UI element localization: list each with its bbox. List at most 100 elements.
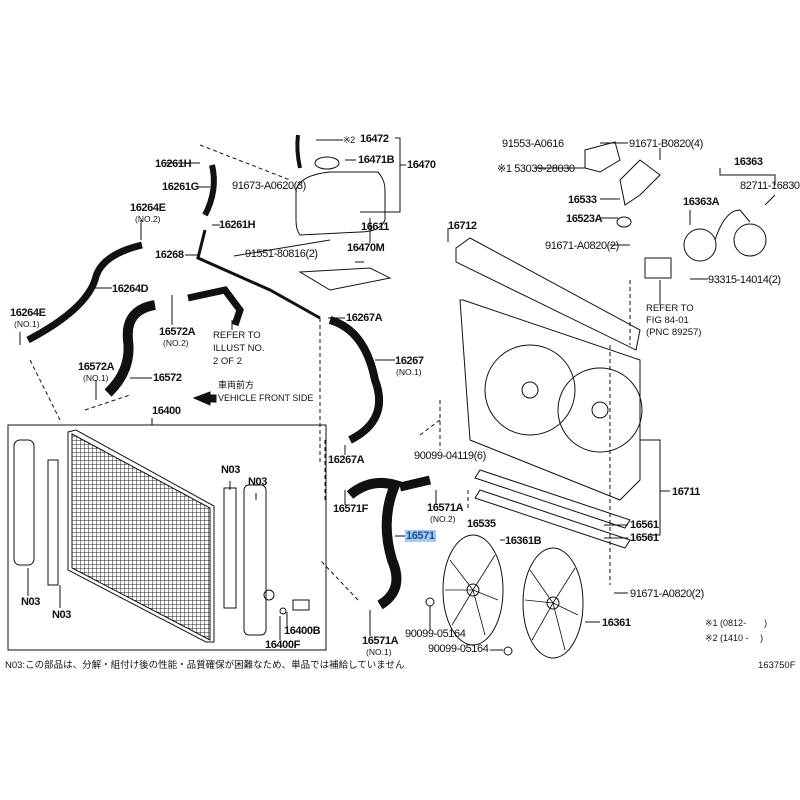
legend-note-1: ※1 (0812- ) [705,618,768,628]
part-label-16572A-no2[interactable]: 16572A [159,326,196,338]
part-label-16261H[interactable]: 16261H [155,158,192,170]
part-sublabel: (NO.1) [396,367,422,377]
part-label-16571A-no1[interactable]: 16571A [362,635,399,647]
hose-16261G [202,164,217,217]
radiator-right-tank [243,484,267,636]
part-label-16571F[interactable]: 16571F [333,503,368,515]
part-sublabel: (NO.1) [83,373,109,383]
vehicle-front-arrow-icon [192,391,217,406]
part-label-16261G[interactable]: 16261G [162,181,199,193]
part-label-16470M[interactable]: 16470M [347,242,385,254]
gasket-left [47,459,59,586]
fan-16361 [522,547,584,659]
part-label-16533[interactable]: 16533 [568,194,597,206]
part-label-16611[interactable]: 16611 [361,221,389,233]
part-label-16523A[interactable]: 16523A [566,213,603,225]
refer-fig-line3[interactable]: (PNC 89257) [646,327,702,338]
refer-fig-line1[interactable]: REFER TO [646,303,694,314]
label-n03: N03 [221,464,240,476]
part-label-90099-05164[interactable]: 90099-05164 [428,643,489,655]
part-label-16572A-no1[interactable]: 16572A [78,361,115,373]
hose-16267 [328,316,383,444]
bracket-16533 [619,159,661,206]
reservoir-cap [314,156,340,170]
part-label-16363A[interactable]: 16363A [683,196,720,208]
part-label-16400B[interactable]: 16400B [284,625,321,637]
vehicle-front-jp: 車両前方 [218,380,255,390]
part-label-16264E-no1[interactable]: 16264E [10,307,46,319]
part-label-16712[interactable]: 16712 [448,220,477,232]
part-label-16361B[interactable]: 16361B [505,535,542,547]
part-sublabel: (NO.1) [14,319,40,329]
vehicle-front-en: VEHICLE FRONT SIDE [218,393,314,403]
refer-illust-line1[interactable]: REFER TO [213,330,261,341]
part-label-82711-16830[interactable]: 82711-16830 [740,180,800,192]
label-version-mark: ※2 [343,135,355,145]
part-label-16561[interactable]: 16561 [630,532,659,544]
part-label-16711[interactable]: 16711 [672,486,700,498]
fan-shroud [447,228,641,501]
part-label-16267A[interactable]: 16267A [328,454,365,466]
part-label-91553-A0616[interactable]: 91553-A0616 [502,138,564,150]
part-label-16470[interactable]: 16470 [407,159,436,171]
grommet-16523A [616,216,632,228]
reservoir-tank [295,171,386,236]
part-label-91671-A0820[interactable]: 91671-A0820(2) [630,588,704,600]
part-label-16571-highlighted[interactable]: 16571 [405,530,436,542]
gasket-right [223,487,237,609]
part-label-53039-28030[interactable]: ※1 53039-28030 [497,163,575,175]
figure-id: 163750F [758,660,796,671]
part-label-16561[interactable]: 16561 [630,519,659,531]
part-label-16268[interactable]: 16268 [155,249,184,261]
part-label-91551-80816[interactable]: 91551-80816(2) [245,248,318,260]
part-label-16571A-no2[interactable]: 16571A [427,502,464,514]
hose-16264D [26,241,143,344]
part-label-16572[interactable]: 16572 [153,372,182,384]
overflow-pipe [196,229,321,320]
part-sublabel: (NO.2) [135,214,161,224]
part-sublabel: (NO.2) [430,514,456,524]
fan-16361B [442,534,504,646]
fan-relay [644,257,672,279]
part-label-16471B[interactable]: 16471B [358,154,395,166]
legend-note-2: ※2 (1410 - ) [705,633,764,643]
refer-fig-line2[interactable]: FIG 84-01 [646,315,689,326]
refer-illust-line3[interactable]: 2 OF 2 [213,356,243,367]
refer-illust-line2[interactable]: ILLUST NO. [213,343,265,354]
part-label-16400[interactable]: 16400 [152,405,181,417]
part-label-16535[interactable]: 16535 [467,518,496,530]
hose-16572 [104,300,157,397]
radiator-support [455,237,641,351]
part-label-16264D[interactable]: 16264D [112,283,149,295]
part-label-90099-05164[interactable]: 90099-05164 [405,628,466,640]
part-sublabel: (NO.1) [366,647,392,657]
part-label-91671-B0820[interactable]: 91671-B0820(4) [629,138,703,150]
fan-motor-a [683,228,717,262]
part-label-91673-A0620[interactable]: 91673-A0620(3) [232,180,306,192]
bracket-53039 [584,141,621,173]
radiator-core [71,433,211,641]
fan-motor-b [733,223,767,257]
part-label-90099-04119[interactable]: 90099-04119(6) [414,450,486,462]
hose-16571 [346,478,402,610]
part-label-91671-A0820[interactable]: 91671-A0820(2) [545,240,619,252]
part-label-16264E-no2[interactable]: 16264E [130,202,166,214]
label-n03: N03 [52,609,71,621]
part-label-93315-14014[interactable]: 93315-14014(2) [708,274,781,286]
part-label-16261H[interactable]: 16261H [219,219,256,231]
radiator-assembly-frame [7,424,327,651]
part-label-16363[interactable]: 16363 [734,156,763,168]
radiator-left-tank [13,439,35,566]
part-label-16472[interactable]: 16472 [360,133,389,145]
part-label-16267A[interactable]: 16267A [346,312,383,324]
part-label-16267[interactable]: 16267 [395,355,424,367]
water-outlet [187,286,244,327]
footnote: N03:この部品は、分解・組付け後の性能・品質確保が困難なため、単品では補給して… [5,660,405,671]
part-label-16400F[interactable]: 16400F [265,639,300,651]
label-n03: N03 [21,596,40,608]
part-label-16361[interactable]: 16361 [602,617,631,629]
part-sublabel: (NO.2) [163,338,189,348]
reservoir-bracket [298,267,392,291]
